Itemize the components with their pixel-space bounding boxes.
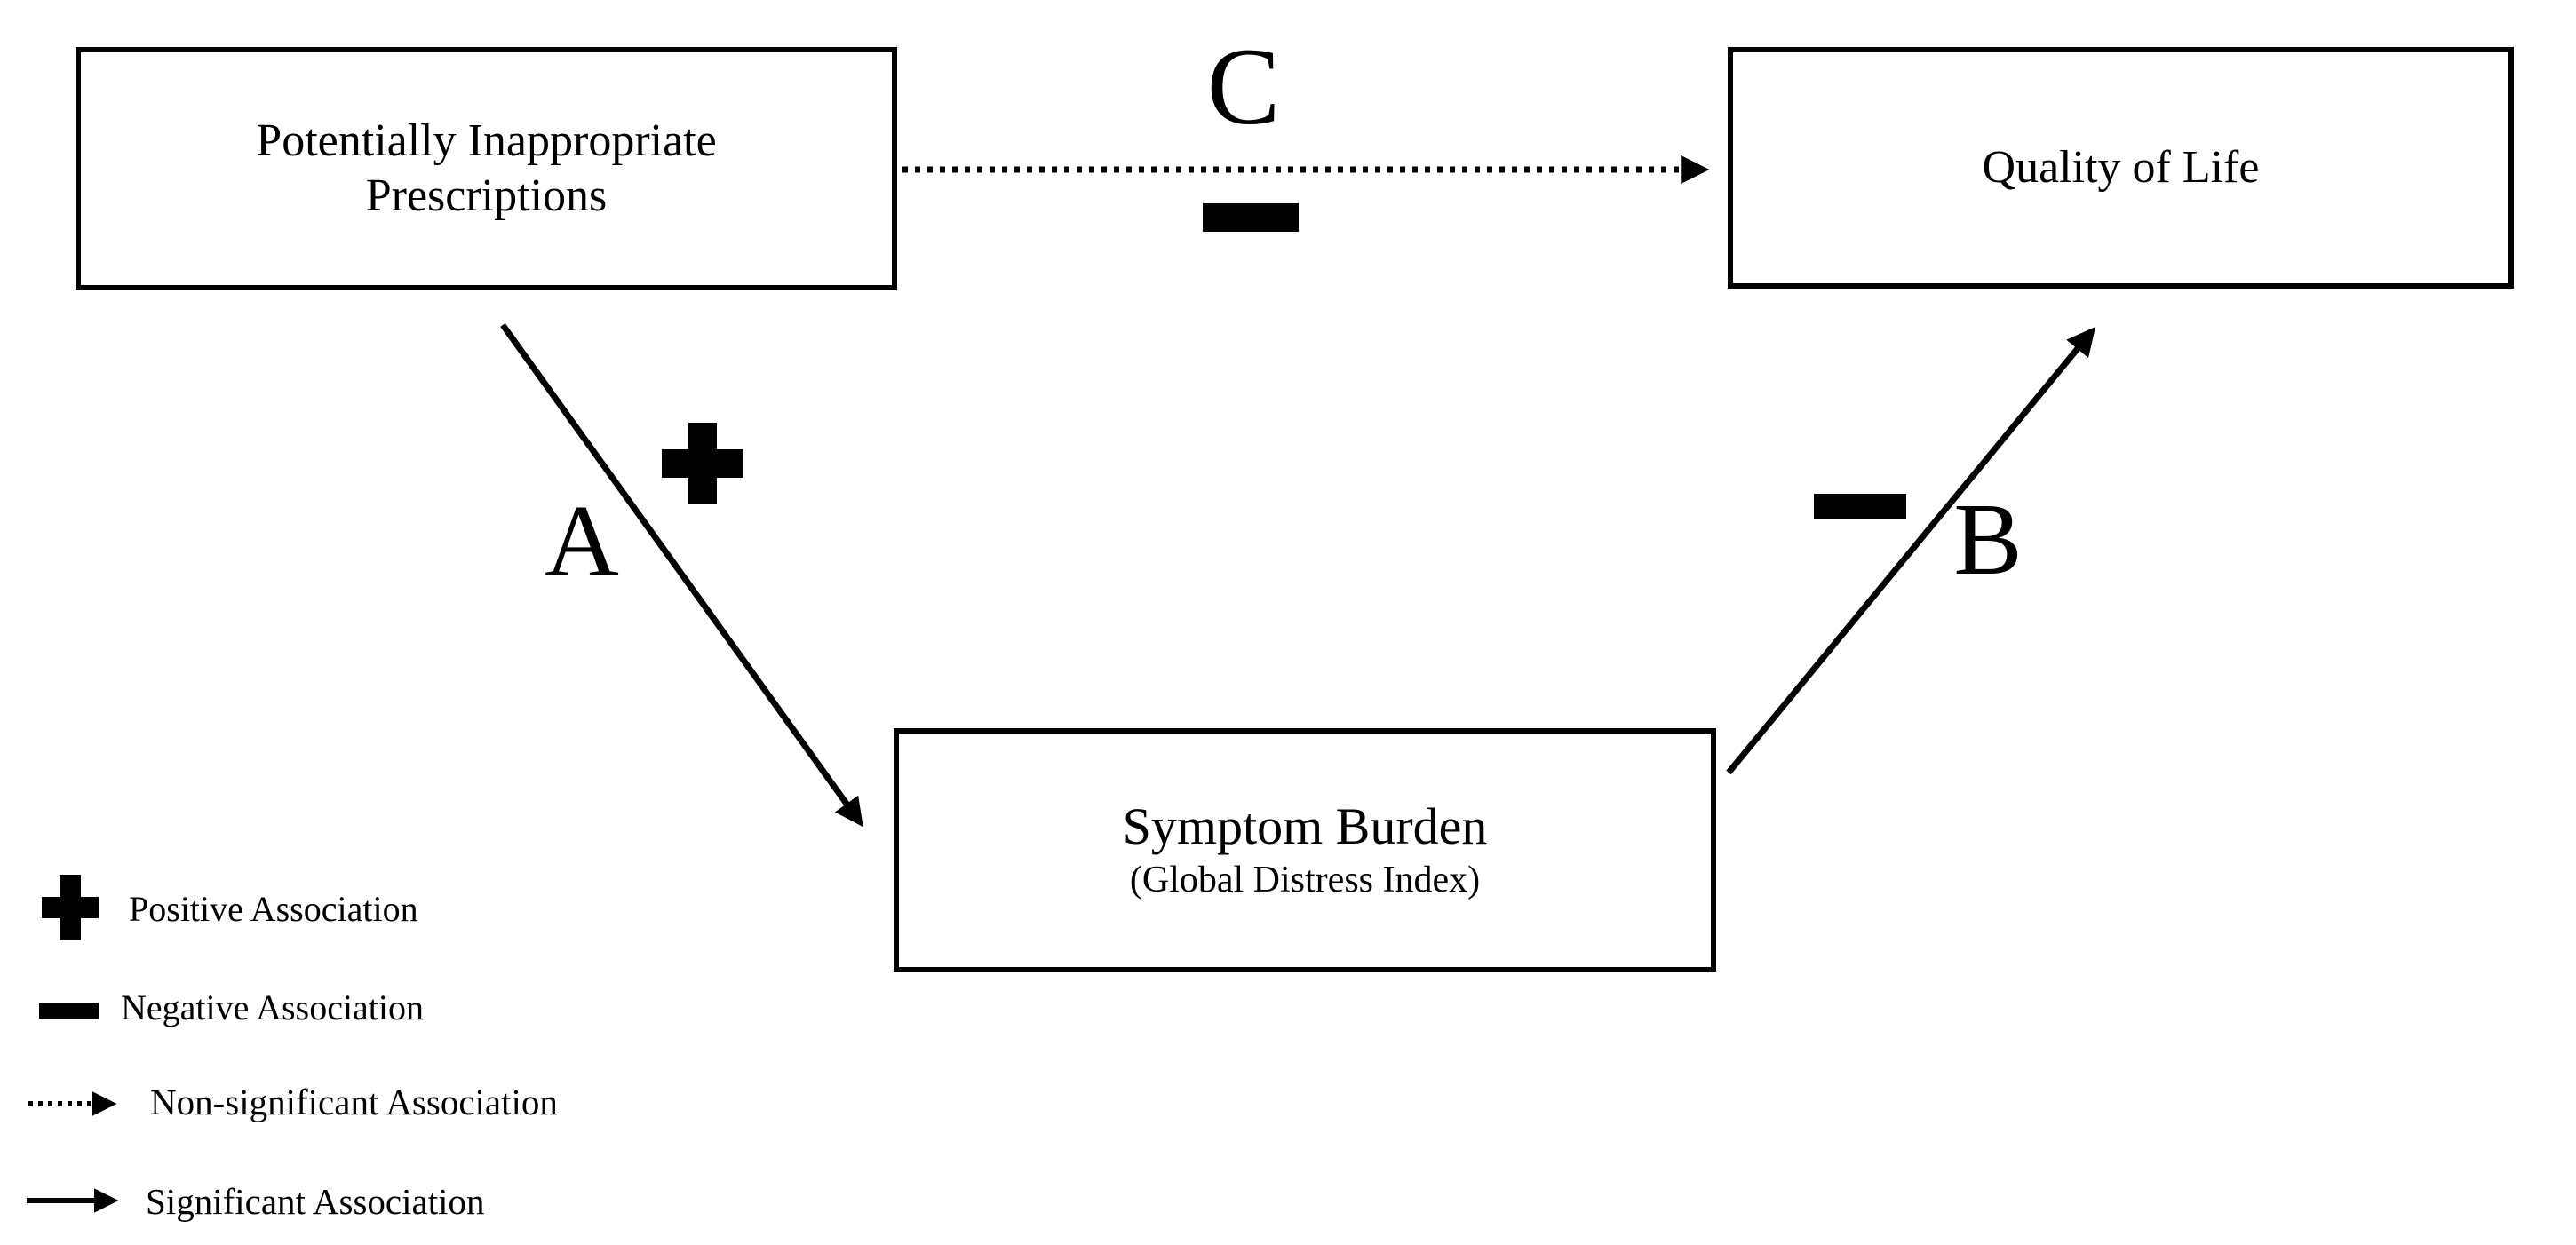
solid-arrow-icon — [27, 1188, 119, 1213]
path-b-minus-sign-icon — [1814, 494, 1906, 519]
path-b-label: B — [1953, 483, 2023, 597]
node-label: Symptom Burden — [1122, 797, 1488, 855]
node-quality-of-life: Quality of Life — [1728, 47, 2514, 289]
path-a-arrow — [500, 322, 863, 828]
node-label: Potentially Inappropriate — [256, 115, 717, 166]
path-a-label: A — [545, 485, 619, 599]
legend-item-negative-association: Negative Association — [121, 987, 425, 1027]
node-potentially-inappropriate-prescriptions: Potentially Inappropriate Prescriptions — [76, 47, 897, 290]
legend-item-positive-association: Positive Association — [129, 889, 418, 929]
legend-item-non-significant-association: Non-significant Association — [150, 1082, 558, 1122]
path-b-arrow — [1726, 327, 2096, 775]
node-symptom-burden: Symptom Burden (Global Distress Index) — [894, 728, 1716, 972]
node-label: Prescriptions — [365, 170, 608, 221]
path-c-label: C — [1206, 26, 1281, 147]
legend-item-significant-association: Significant Association — [146, 1181, 485, 1222]
minus-icon — [39, 1003, 99, 1019]
path-a-plus-sign-icon — [662, 423, 743, 504]
path-c-minus-sign-icon — [1203, 203, 1299, 232]
node-label: Quality of Life — [1982, 142, 2260, 193]
dotted-arrow-icon — [28, 1091, 117, 1116]
plus-icon — [42, 875, 99, 940]
node-sublabel: (Global Distress Index) — [1129, 859, 1481, 900]
